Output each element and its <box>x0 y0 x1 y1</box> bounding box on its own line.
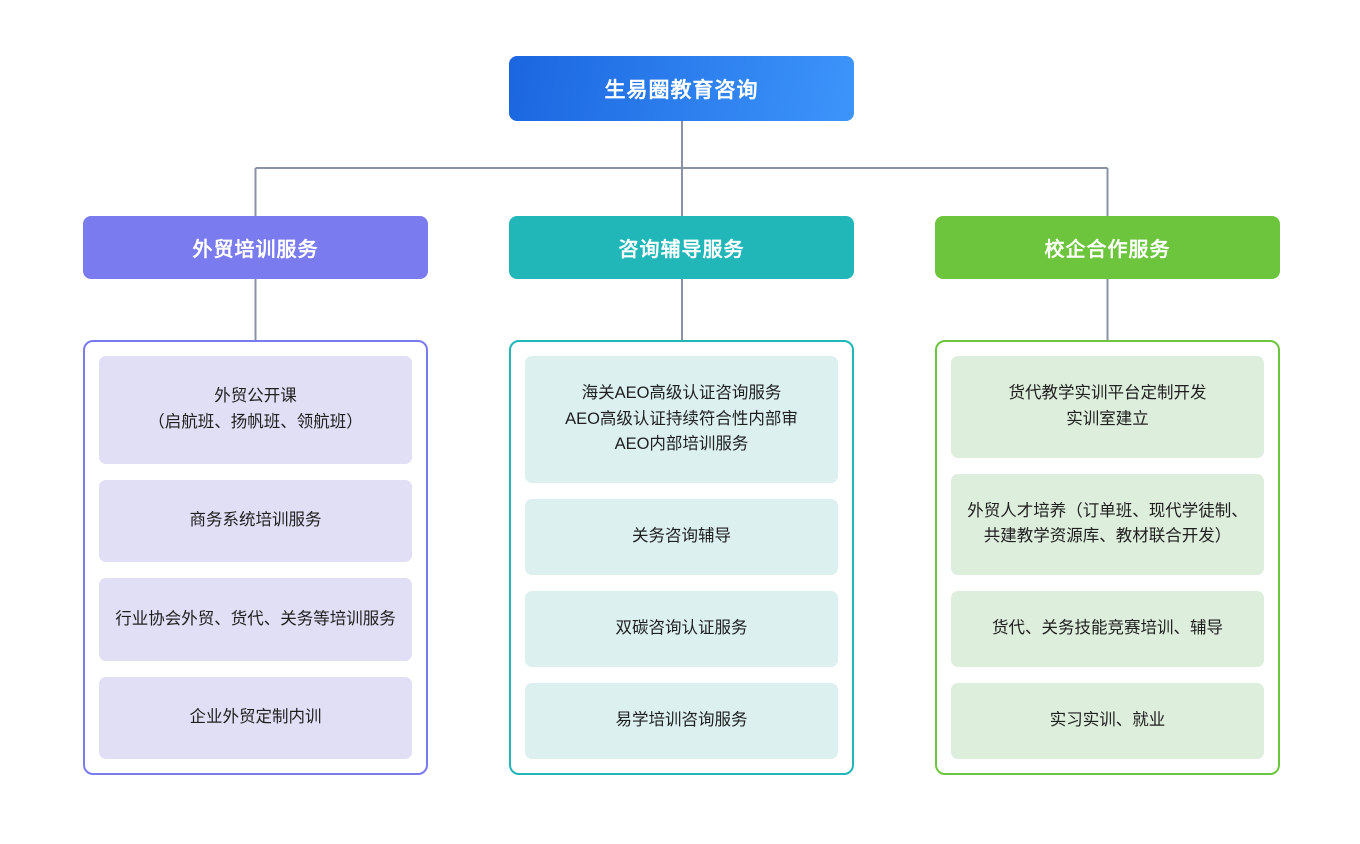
branch-container-xiaoqi-hezuo: 货代教学实训平台定制开发 实训室建立 外贸人才培养（订单班、现代学徒制、共建教学… <box>935 340 1280 775</box>
leaf-card[interactable]: 实习实训、就业 <box>951 683 1264 759</box>
leaf-card[interactable]: 企业外贸定制内训 <box>99 676 412 759</box>
branch-header-xiaoqi-hezuo[interactable]: 校企合作服务 <box>935 216 1280 279</box>
branch-header-zixun-fudao[interactable]: 咨询辅导服务 <box>509 216 854 279</box>
leaf-card[interactable]: 外贸公开课 （启航班、扬帆班、领航班） <box>99 356 412 464</box>
leaf-card[interactable]: 易学培训咨询服务 <box>525 683 838 759</box>
leaf-card[interactable]: 外贸人才培养（订单班、现代学徒制、共建教学资源库、教材联合开发） <box>951 473 1264 576</box>
root-node[interactable]: 生易圈教育咨询 <box>509 56 854 121</box>
branch-container-zixun-fudao: 海关AEO高级认证咨询服务 AEO高级认证持续符合性内部审 AEO内部培训服务 … <box>509 340 854 775</box>
branch-container-waimao-peixun: 外贸公开课 （启航班、扬帆班、领航班） 商务系统培训服务 行业协会外贸、货代、关… <box>83 340 428 775</box>
leaf-card[interactable]: 双碳咨询认证服务 <box>525 591 838 668</box>
leaf-card[interactable]: 关务咨询辅导 <box>525 499 838 576</box>
leaf-card[interactable]: 海关AEO高级认证咨询服务 AEO高级认证持续符合性内部审 AEO内部培训服务 <box>525 356 838 484</box>
leaf-card[interactable]: 行业协会外贸、货代、关务等培训服务 <box>99 578 412 661</box>
branch-header-waimao-peixun[interactable]: 外贸培训服务 <box>83 216 428 279</box>
leaf-card[interactable]: 商务系统培训服务 <box>99 479 412 563</box>
leaf-card[interactable]: 货代教学实训平台定制开发 实训室建立 <box>951 356 1264 458</box>
leaf-card[interactable]: 货代、关务技能竞赛培训、辅导 <box>951 591 1264 668</box>
